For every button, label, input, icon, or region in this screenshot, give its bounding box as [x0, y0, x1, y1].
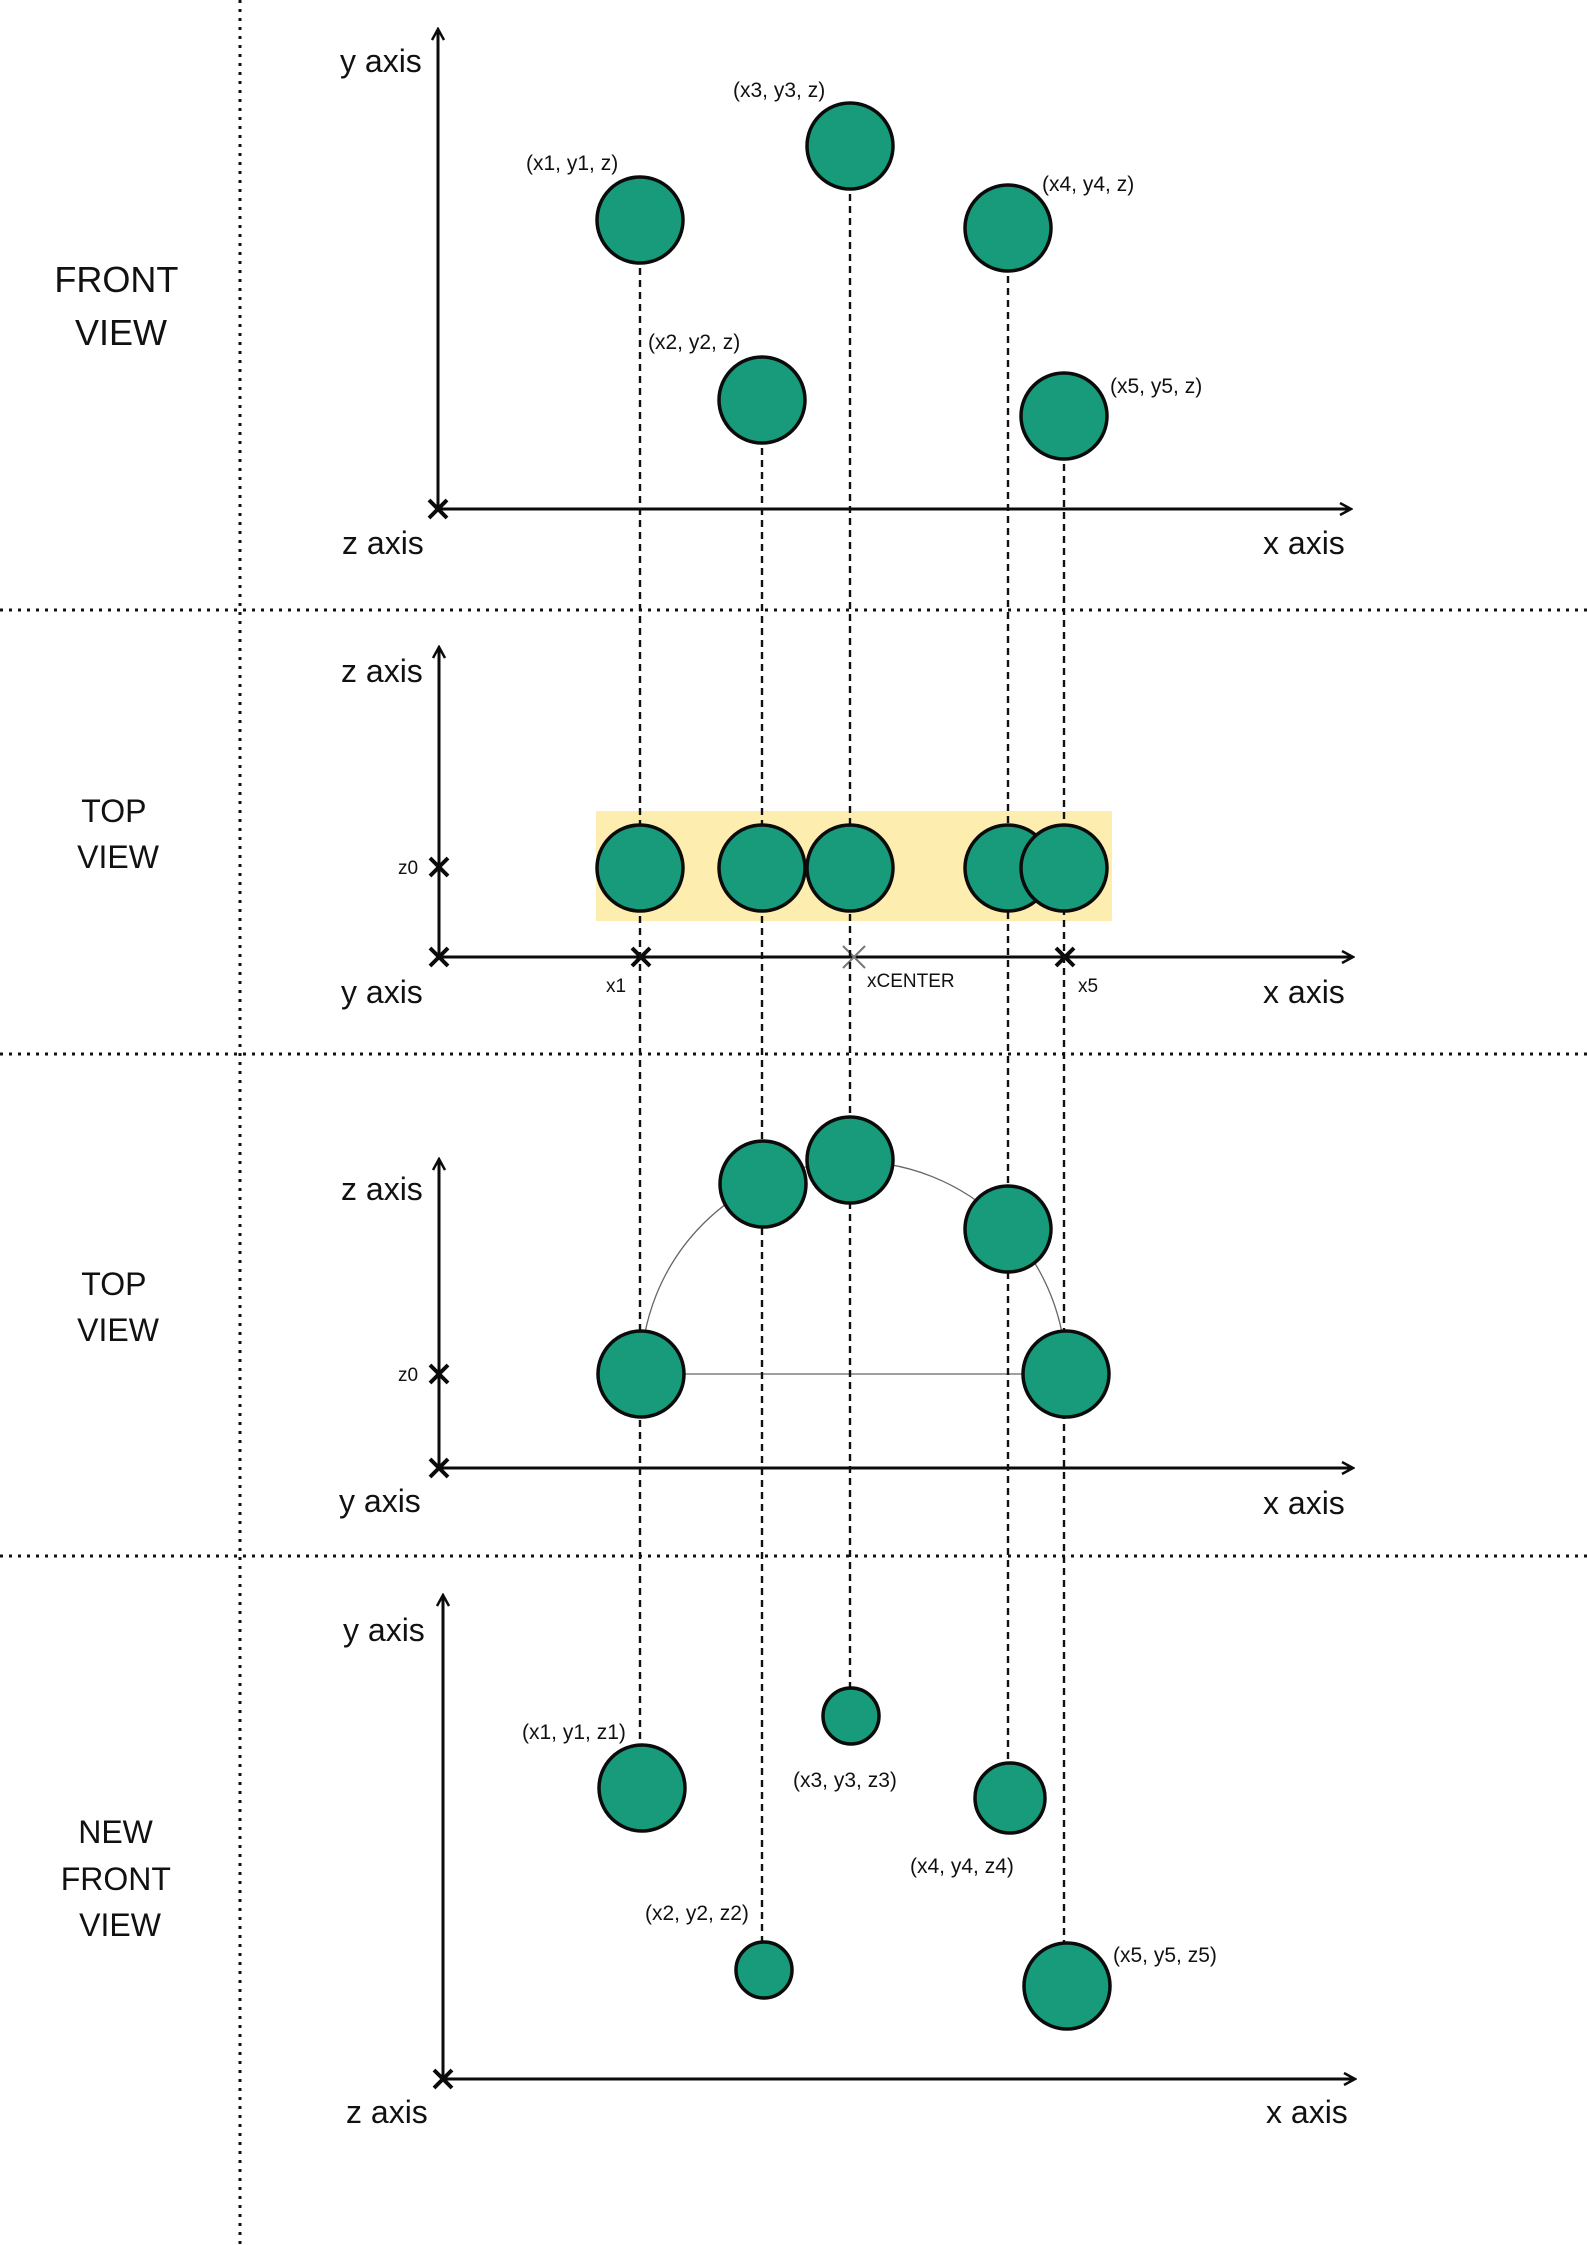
new-front-coord-label-1: (x1, y1, z1) — [522, 1721, 626, 1744]
top1-xcenter-mark — [842, 945, 866, 969]
new-front-z-axis-label: z axis — [346, 2094, 428, 2130]
front-view-axes — [427, 30, 1350, 520]
top2-ball-2 — [718, 1139, 808, 1229]
front-y-axis-label: y axis — [340, 43, 422, 79]
top1-ball-1 — [595, 823, 685, 913]
front-ball-3 — [805, 101, 895, 191]
front-coord-label-5: (x5, y5, z) — [1110, 375, 1202, 398]
top1-z0-label: z0 — [398, 858, 418, 879]
new-front-ball-4 — [973, 1761, 1047, 1835]
top1-z0-mark — [428, 856, 450, 878]
top1-z-axis-label: z axis — [341, 653, 423, 689]
front-coord-label-4: (x4, y4, z) — [1042, 173, 1134, 196]
top1-ball-3 — [805, 823, 895, 913]
top2-origin-mark — [428, 1457, 450, 1479]
top2-ball-4 — [963, 1184, 1053, 1274]
top1-balls — [595, 823, 1109, 913]
top2-z0-label: z0 — [398, 1365, 418, 1386]
top1-ball-5 — [1019, 823, 1109, 913]
front-view-balls — [595, 101, 1109, 461]
front-z-axis-label: z axis — [342, 525, 424, 561]
front-coord-label-2: (x2, y2, z) — [648, 331, 740, 354]
front-origin-mark — [427, 498, 449, 520]
front-ball-2 — [717, 355, 807, 445]
new-front-balls — [597, 1686, 1112, 2031]
view-label-top-1: TOP VIEW — [77, 793, 160, 875]
top2-x-axis-label: x axis — [1263, 1485, 1345, 1521]
view-label-top-2: TOP VIEW — [77, 1266, 160, 1348]
view-label-front: FRONT VIEW — [54, 259, 187, 353]
top2-balls — [596, 1115, 1111, 1419]
new-front-coord-label-4: (x4, y4, z4) — [910, 1855, 1014, 1878]
new-front-y-axis-label: y axis — [343, 1612, 425, 1648]
new-front-ball-3 — [821, 1686, 881, 1746]
top1-x5-label: x5 — [1078, 976, 1098, 997]
top1-origin-mark — [428, 946, 450, 968]
front-ball-4 — [963, 183, 1053, 273]
top2-z0-mark — [428, 1363, 450, 1385]
new-front-coord-label-5: (x5, y5, z5) — [1113, 1944, 1217, 1967]
top2-ball-3 — [805, 1115, 895, 1205]
front-ball-1 — [595, 175, 685, 265]
top2-y-axis-label: y axis — [339, 1483, 421, 1519]
top1-y-axis-label: y axis — [341, 974, 423, 1010]
front-x-axis-label: x axis — [1263, 525, 1345, 561]
top1-ball-2 — [717, 823, 807, 913]
new-front-x-axis-label: x axis — [1266, 2094, 1348, 2130]
front-coord-label-3: (x3, y3, z) — [733, 79, 825, 102]
new-front-coord-label-3: (x3, y3, z3) — [793, 1769, 897, 1792]
top2-ball-1 — [596, 1329, 686, 1419]
new-front-coord-label-2: (x2, y2, z2) — [645, 1902, 749, 1925]
front-ball-5 — [1019, 371, 1109, 461]
new-front-ball-5 — [1022, 1941, 1112, 2031]
front-coord-label-1: (x1, y1, z) — [526, 152, 618, 175]
new-front-ball-1 — [597, 1743, 687, 1833]
top2-axes — [428, 1160, 1352, 1479]
view-label-new-front: NEW FRONT VIEW — [61, 1814, 180, 1943]
new-front-axes — [432, 1596, 1354, 2090]
top1-x-axis-label: x axis — [1263, 974, 1345, 1010]
new-front-ball-2 — [734, 1940, 794, 2000]
top2-z-axis-label: z axis — [341, 1171, 423, 1207]
new-front-origin-mark — [432, 2068, 454, 2090]
top1-xcenter-label: xCENTER — [867, 971, 955, 992]
top1-x1-label: x1 — [606, 976, 626, 997]
top1-axes — [428, 648, 1352, 969]
top2-ball-5 — [1021, 1329, 1111, 1419]
